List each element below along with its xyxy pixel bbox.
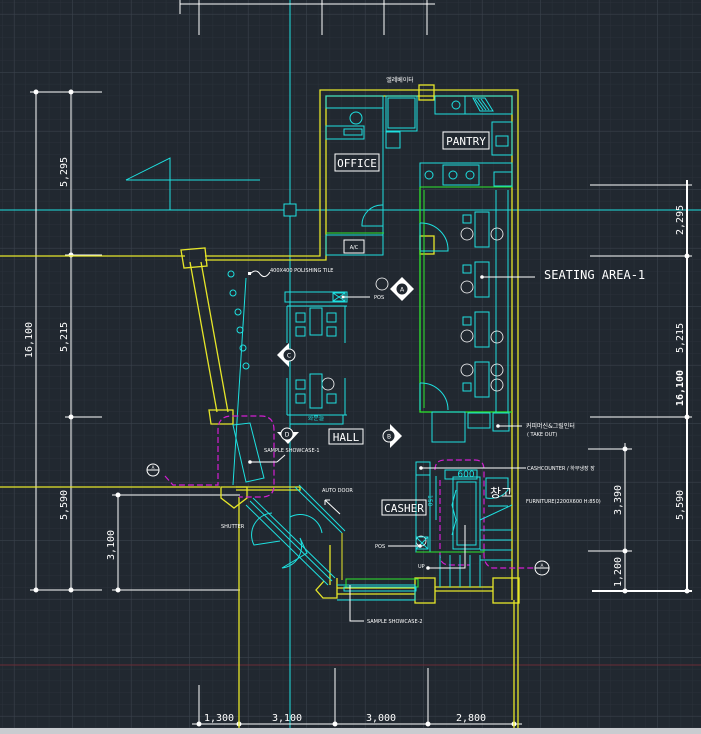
ac-unit-box	[343, 239, 365, 254]
dim-right-inner-top: 3,390	[613, 485, 624, 515]
counter-dim-600: 600	[457, 470, 474, 480]
section-marker-left[interactable]: A	[146, 463, 160, 477]
left-dimensions	[30, 89, 240, 593]
svg-text:C: C	[287, 353, 291, 360]
dim-left-total: 16,100	[24, 322, 35, 358]
room-label-casher: CASHER	[384, 502, 424, 515]
svg-text:A: A	[541, 563, 544, 568]
dim-left-inner: 3,100	[106, 530, 117, 560]
tile-leader-icon	[249, 270, 271, 278]
bottom-status-bar	[0, 728, 701, 734]
entrance-doors	[245, 484, 346, 586]
top-dimension-ticks	[179, 0, 435, 35]
stair-up-label: UP	[418, 564, 425, 570]
marker-b[interactable]: B	[382, 424, 402, 448]
right-dimensions	[588, 180, 692, 594]
top-label-elevator: 엘레베이터	[386, 76, 414, 84]
room-label-storage: 창고	[490, 486, 512, 500]
takeout-note-line2: ( TAKE OUT)	[527, 432, 557, 438]
casher-counter	[415, 461, 513, 587]
tile-note: 400X400 POLISHING TILE	[270, 268, 333, 274]
svg-text:A: A	[152, 465, 155, 470]
section-marker-right[interactable]: A	[534, 560, 550, 576]
marker-d[interactable]: D	[277, 427, 299, 444]
takeout-note-line1: 커피머신&그릴인터	[526, 422, 575, 430]
hall-label-box	[328, 428, 364, 445]
dim-bottom-3: 3,000	[366, 713, 396, 724]
pantry-label-box	[442, 131, 490, 150]
dim-right-total: 16,100	[675, 370, 686, 406]
dim-bottom-1: 1,300	[204, 713, 234, 724]
dim-right-mid: 5,215	[675, 323, 686, 353]
pos-label-2: POS	[375, 544, 385, 550]
office-label-box	[334, 153, 380, 172]
pos-label-1: POS	[374, 295, 384, 301]
sample-showcase-2-label: SAMPLE SHOWCASE-2	[367, 619, 423, 625]
ac-label: A/C	[350, 245, 359, 251]
hall-tables	[227, 270, 416, 601]
auto-door-label: AUTO DOOR	[322, 488, 353, 494]
marker-c[interactable]: C	[277, 343, 296, 367]
furniture-note: FURNITURE(2200X600 H:850)	[526, 499, 601, 505]
casher-label-box	[381, 499, 427, 516]
marker-a[interactable]: A	[390, 277, 414, 301]
dim-right-inner-bottom: 1,200	[613, 557, 624, 587]
auto-door-arrow-icon	[324, 499, 341, 515]
dim-right-bottom: 5,590	[675, 490, 686, 520]
room-label-office: OFFICE	[337, 157, 377, 170]
office-room	[325, 95, 418, 256]
dim-right-top: 2,295	[675, 205, 686, 235]
seating-area-label: SEATING AREA-1	[544, 268, 645, 282]
dim-bottom-4: 2,800	[456, 713, 486, 724]
room-label-pantry: PANTRY	[446, 135, 486, 148]
svg-text:A: A	[400, 287, 405, 294]
room-label-hall: HALL	[333, 431, 360, 444]
planter-label: 화분들	[308, 415, 325, 422]
dim-left-top: 5,295	[59, 157, 70, 187]
sample-showcase-2	[343, 578, 419, 622]
svg-text:B: B	[387, 434, 391, 441]
sample-showcase-1-label: SAMPLE SHOWCASE-1	[264, 448, 320, 454]
seating-area	[321, 186, 535, 547]
shutter-label: SHUTTER	[221, 524, 245, 530]
dim-left-bottom: 5,590	[59, 490, 70, 520]
cash-counter-note: CASHCOUNTER / 하부냉장 장	[527, 465, 595, 472]
bottom-dimensions	[192, 668, 522, 727]
dim-bottom-2: 3,100	[272, 713, 302, 724]
dim-left-mid: 5,215	[59, 322, 70, 352]
svg-text:D: D	[285, 432, 290, 439]
counter-dim-150: 150	[426, 495, 433, 507]
